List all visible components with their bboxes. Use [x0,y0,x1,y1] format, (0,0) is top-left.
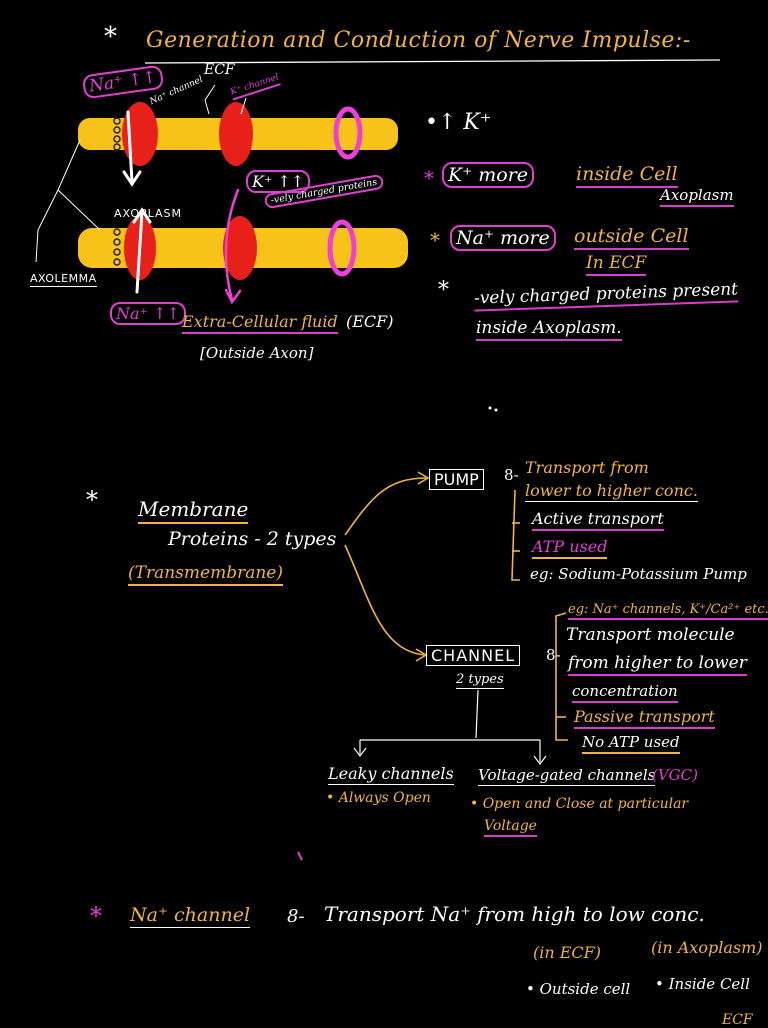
na-channel-star: * [90,902,102,930]
na-in-ecf-label: In ECF [586,253,647,276]
channel-colon: 8- [546,646,561,664]
channel-item-4: concentration [572,682,678,703]
membrane-label: Membrane [138,497,249,524]
channel-box: CHANNEL [426,645,521,666]
na-channel-transport: Transport Na⁺ from high to low conc. [324,902,705,926]
na-more-star: * [430,228,440,252]
pump-lower-icon [327,219,357,277]
title-underline [144,59,721,64]
pump-item-4: ATP used [532,537,608,559]
k-more-star: * [424,166,434,190]
in-ecf-label: (in ECF) [533,943,602,962]
k-inside-cell-label: inside Cell [576,163,678,188]
k-channel-upper-icon [219,102,253,166]
in-axoplasm-label: (in Axoplasm) [651,938,763,957]
axoplasm-label: AXOPLASM [114,207,183,220]
k-channel-lower-icon [223,216,257,280]
leaky-channels-label: Leaky channels [328,764,454,785]
pump-box: PUMP [429,469,484,490]
vgc-abbr: (VGC) [652,766,698,784]
channel-item-5: Passive transport [574,707,715,729]
channel-item-2: Transport molecule [566,625,735,645]
proteins-star: * [438,278,449,303]
phospholipid-icon [113,117,121,266]
title-star: * [104,22,117,52]
pump-colon: 8- [504,466,519,484]
na-outside-cell-label: outside Cell [574,225,689,250]
inside-cell-label: • Inside Cell [655,975,750,993]
ecf-full-label: Extra-Cellular fluid [182,312,338,334]
proteins-label: Proteins - 2 types [168,528,337,550]
channel-type-tree [353,689,547,765]
pump-item-5: eg: Sodium-Potassium Pump [530,565,747,583]
pump-item-1: Transport from [525,458,649,477]
na-channel-heading: Na⁺ channel [130,904,251,928]
axolemma-label: AXOLEMMA [30,272,97,287]
k-more-label: K⁺ more [442,162,535,188]
page-title: Generation and Conduction of Nerve Impul… [146,28,691,53]
channel-types-label: 2 types [456,672,504,689]
k-axoplasm-label: Axoplasm [660,186,734,207]
vgc-sub-line1: • Open and Close at particular [470,796,689,812]
pump-item-3: Active transport [532,509,664,531]
leaky-sub-label: • Always Open [326,790,431,806]
vgc-sub-line2: Voltage [484,818,537,837]
channel-item-3: from higher to lower [568,653,747,676]
channel-item-1: eg: Na⁺ channels, K⁺/Ca²⁺ etc. [568,602,768,620]
k-up-label: •↑ K⁺ [425,110,492,135]
na-more-label: Na⁺ more [450,225,556,251]
ecf-abbr-label: (ECF) [346,312,394,331]
outside-axon-label: [Outside Axon] [200,344,314,362]
na-bottom-label: Na⁺ ↑↑ [110,302,186,325]
na-flow-arrow [122,110,152,294]
pink-mark [297,851,303,861]
k-inside-label: K⁺ ↑↑ [246,170,311,193]
outside-cell-label: • Outside cell [526,980,631,998]
pump-upper-icon [333,106,363,160]
k-flow-arrow [224,188,242,305]
membrane-star: * [86,486,98,514]
vgc-label: Voltage-gated channels [478,766,656,786]
label-pointers [35,84,247,263]
ecf-small-label: ECF [204,62,235,78]
dot-mark [494,408,498,412]
proteins-line2: inside Axoplasm. [476,318,622,341]
dot-mark [488,406,492,410]
pump-item-2: lower to higher conc. [525,481,698,502]
cut-off-ecf-label: ECF [722,1012,753,1028]
channel-item-6: No ATP used [582,733,680,754]
transmembrane-label: (Transmembrane) [128,563,283,586]
na-channel-sep: 8- [287,906,305,927]
